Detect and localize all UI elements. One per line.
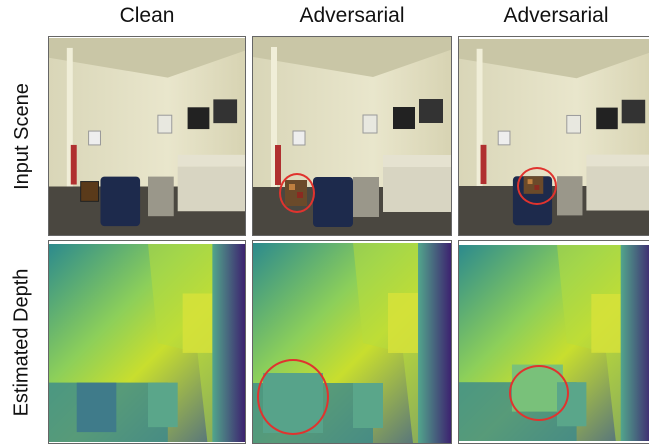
scene-panel-adversarial-1 <box>252 36 452 236</box>
scene-image-adversarial-2 <box>459 39 649 235</box>
depth-panel-adversarial-1 <box>252 240 452 444</box>
column-title-adversarial-2: Adversarial <box>503 4 609 27</box>
highlight-circle-patch-1 <box>279 173 315 213</box>
row-label-input-scene-text: Input Scene <box>10 82 33 190</box>
scene-panel-clean <box>48 36 246 236</box>
column-title-adversarial-1: Adversarial <box>299 4 405 27</box>
highlight-circle-depth-2 <box>509 365 569 421</box>
scene-panel-adversarial-2 <box>458 36 649 236</box>
highlight-circle-patch-2 <box>517 167 557 205</box>
depth-panel-adversarial-2 <box>458 240 649 444</box>
highlight-circle-depth-1 <box>257 359 329 435</box>
depth-map-clean <box>49 244 245 442</box>
row-label-input-scene: Input Scene <box>0 36 44 236</box>
depth-panel-clean <box>48 240 246 444</box>
row-label-estimated-depth: Estimated Depth <box>0 240 44 444</box>
row-label-estimated-depth-text: Estimated Depth <box>10 268 33 416</box>
column-title-clean: Clean <box>119 4 175 27</box>
scene-image-clean <box>49 38 245 235</box>
